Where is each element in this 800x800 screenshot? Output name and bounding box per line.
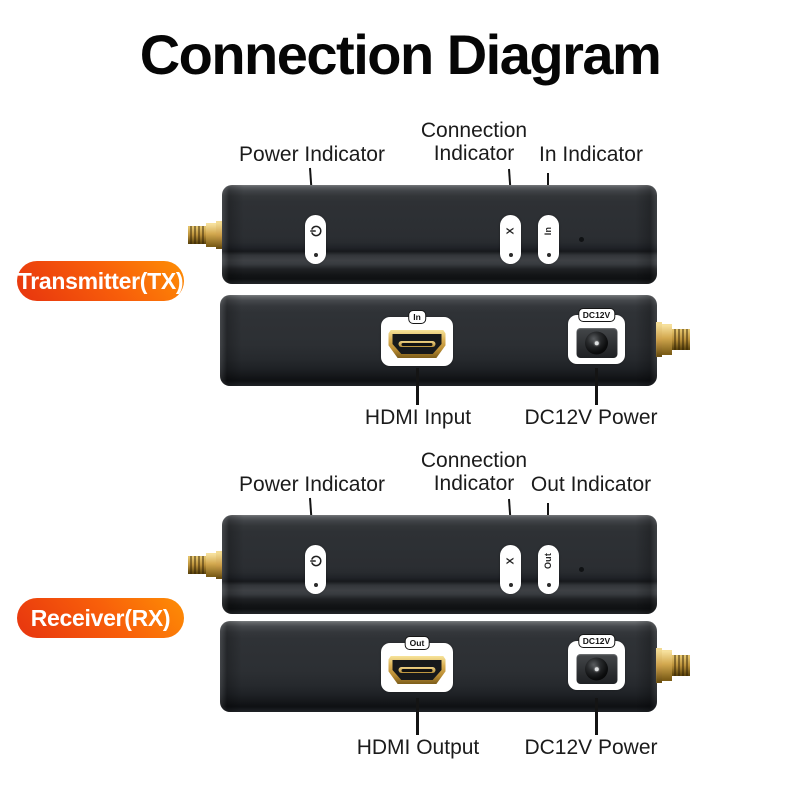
dc-leader-line: [595, 698, 598, 735]
connection-indicator-label-line2: Indicator: [433, 472, 515, 495]
antenna-nut: [206, 552, 216, 578]
diagram-title: Connection Diagram: [139, 23, 662, 86]
connection-indicator-label-line2: Indicator: [433, 142, 515, 165]
led-dot: [546, 583, 551, 587]
hdmi-connector-tongue: [398, 341, 436, 347]
dc-jack-hole: [585, 657, 608, 681]
dc-power-label: DC12V Power: [524, 406, 658, 429]
antenna-thread: [672, 328, 690, 351]
hdmi-connector: [388, 330, 446, 358]
power-indicator-label: Power Indicator: [239, 473, 385, 496]
receiver-badge: Receiver(RX): [17, 598, 184, 638]
dc-jack-pin: [594, 340, 599, 346]
led-dot: [508, 253, 513, 257]
connection-glyph: X: [504, 557, 517, 565]
hdmi-port-panel: Out: [381, 636, 453, 692]
receiver-top-view: X Out: [188, 515, 657, 614]
antenna-connector: [656, 322, 690, 357]
power-indicator-label: Power Indicator: [239, 143, 385, 166]
in-indicator-label: In Indicator: [539, 143, 643, 166]
transmitter-badge: Transmitter(TX): [17, 261, 184, 301]
antenna-collar: [216, 221, 222, 249]
led-dot: [546, 253, 551, 257]
out-glyph: Out: [543, 552, 554, 570]
antenna-collar: [656, 648, 662, 683]
antenna-connector: [188, 551, 222, 579]
antenna-nut: [662, 324, 672, 355]
hdmi-port-tag: In: [408, 310, 426, 324]
antenna-thread: [672, 654, 690, 677]
antenna-nut: [662, 650, 672, 681]
hdmi-port-panel: In: [381, 310, 453, 366]
out-indicator-label: Out Indicator: [530, 473, 652, 496]
receiver-front-view: Out DC12V: [220, 621, 690, 712]
led-dot: [313, 583, 318, 587]
led-dot: [313, 253, 318, 257]
connection-indicator-label-line1: Connection: [420, 449, 528, 472]
dc-power-label: DC12V Power: [524, 736, 658, 759]
connection-indicator-label-line1: Connection: [420, 119, 528, 142]
hdmi-input-label: HDMI Input: [364, 406, 472, 429]
antenna-thread: [188, 226, 206, 245]
antenna-collar: [216, 551, 222, 579]
antenna-thread: [188, 556, 206, 575]
hdmi-output-label: HDMI Output: [356, 736, 480, 759]
power-led: [305, 545, 326, 594]
dc-port-tag: DC12V: [577, 308, 616, 322]
connection-led: X: [500, 545, 521, 594]
dc-port-panel: DC12V: [568, 634, 625, 690]
in-glyph: In: [543, 226, 554, 236]
connection-indicator-label: Connection Indicator: [421, 449, 527, 495]
dc-leader-line: [595, 368, 598, 405]
hdmi-leader-line: [416, 368, 419, 405]
out-led: Out: [538, 545, 559, 594]
hdmi-connector: [388, 656, 446, 684]
dc-jack-hole: [585, 331, 608, 355]
led-dot: [508, 583, 513, 587]
connection-indicator-label: Connection Indicator: [421, 119, 527, 165]
hdmi-connector-tongue: [398, 667, 436, 673]
hdmi-port-tag: Out: [404, 636, 430, 650]
dc-port-tag: DC12V: [577, 634, 616, 648]
in-led: In: [538, 215, 559, 264]
antenna-nut: [206, 222, 216, 248]
pinhole: [579, 237, 584, 242]
transmitter-front-view: In DC12V: [220, 295, 690, 386]
dc-port-panel: DC12V: [568, 308, 625, 364]
dc-jack: [576, 654, 617, 684]
transmitter-top-view: X In: [188, 185, 657, 284]
antenna-connector: [188, 221, 222, 249]
connection-glyph: X: [504, 227, 517, 235]
power-icon: [306, 555, 326, 567]
dc-jack-pin: [594, 666, 599, 672]
power-icon: [306, 225, 326, 237]
power-led: [305, 215, 326, 264]
connection-led: X: [500, 215, 521, 264]
antenna-connector: [656, 648, 690, 683]
receiver-section: Power Indicator Connection Indicator Out…: [0, 440, 800, 785]
dc-jack: [576, 328, 617, 358]
hdmi-leader-line: [416, 698, 419, 735]
transmitter-section: Power Indicator Connection Indicator In …: [0, 110, 800, 455]
pinhole: [579, 567, 584, 572]
antenna-collar: [656, 322, 662, 357]
